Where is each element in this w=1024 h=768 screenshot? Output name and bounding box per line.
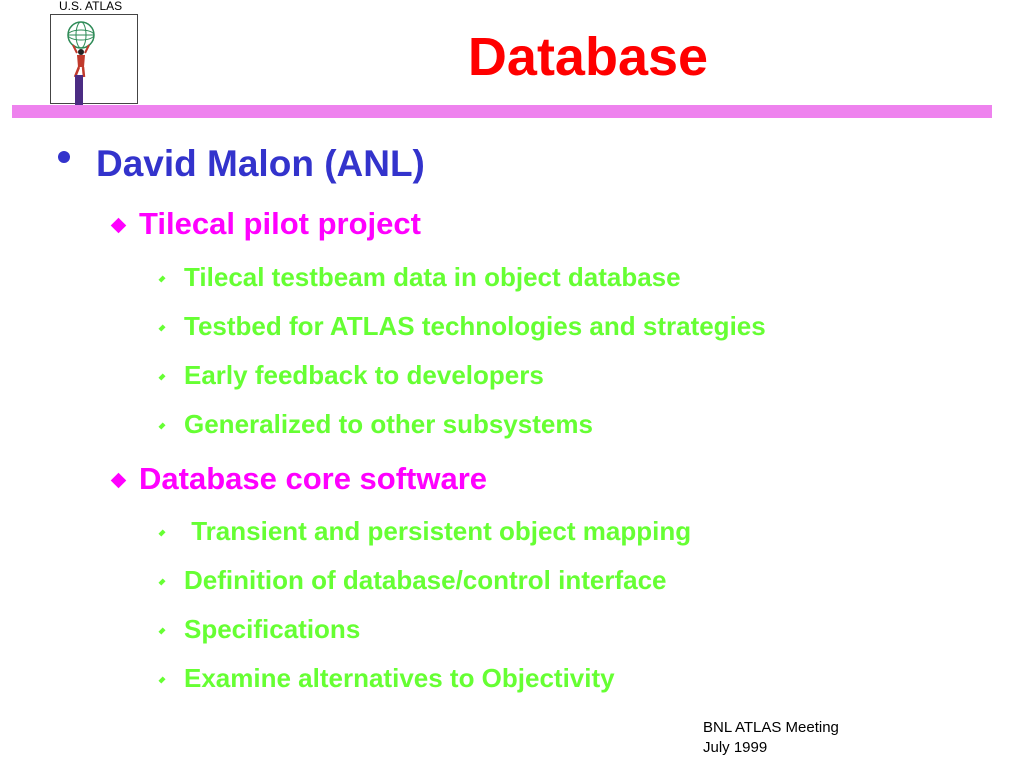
list-item-text: Tilecal testbeam data in object database <box>184 262 681 292</box>
small-diamond-bullet-icon <box>158 627 166 635</box>
atlas-figure-icon <box>67 21 95 105</box>
dot-bullet-icon <box>58 151 70 163</box>
small-diamond-bullet-icon <box>158 422 166 430</box>
list-item-text: Testbed for ATLAS technologies and strat… <box>184 311 766 341</box>
small-diamond-bullet-icon <box>158 324 166 332</box>
list-item-text: Specifications <box>184 614 361 644</box>
diamond-bullet-icon <box>110 217 127 234</box>
list-item-text: Definition of database/control interface <box>184 565 667 595</box>
small-diamond-bullet-icon <box>158 529 166 537</box>
list-item-text: Generalized to other subsystems <box>184 409 593 439</box>
section-heading-text: Tilecal pilot project <box>139 206 421 241</box>
section-heading-text: Database core software <box>139 461 488 496</box>
footer: BNL ATLAS Meeting July 1999 <box>703 718 839 758</box>
list-item-text: Transient and persistent object mapping <box>184 516 692 546</box>
small-diamond-bullet-icon <box>158 578 166 586</box>
small-diamond-bullet-icon <box>158 275 166 283</box>
list-item-text: Early feedback to developers <box>184 360 544 390</box>
bullet-text: David Malon (ANL) <box>96 143 425 184</box>
slide-title: Database <box>467 27 709 87</box>
atlas-logo <box>50 14 138 105</box>
list-item-text: Examine alternatives to Objectivity <box>184 663 615 693</box>
title-divider <box>12 105 992 118</box>
footer-meeting: BNL ATLAS Meeting <box>703 719 839 736</box>
small-diamond-bullet-icon <box>158 676 166 684</box>
diamond-bullet-icon <box>110 472 127 489</box>
logo-caption: U.S. ATLAS <box>59 0 123 13</box>
footer-date: July 1999 <box>703 739 768 756</box>
small-diamond-bullet-icon <box>158 373 166 381</box>
